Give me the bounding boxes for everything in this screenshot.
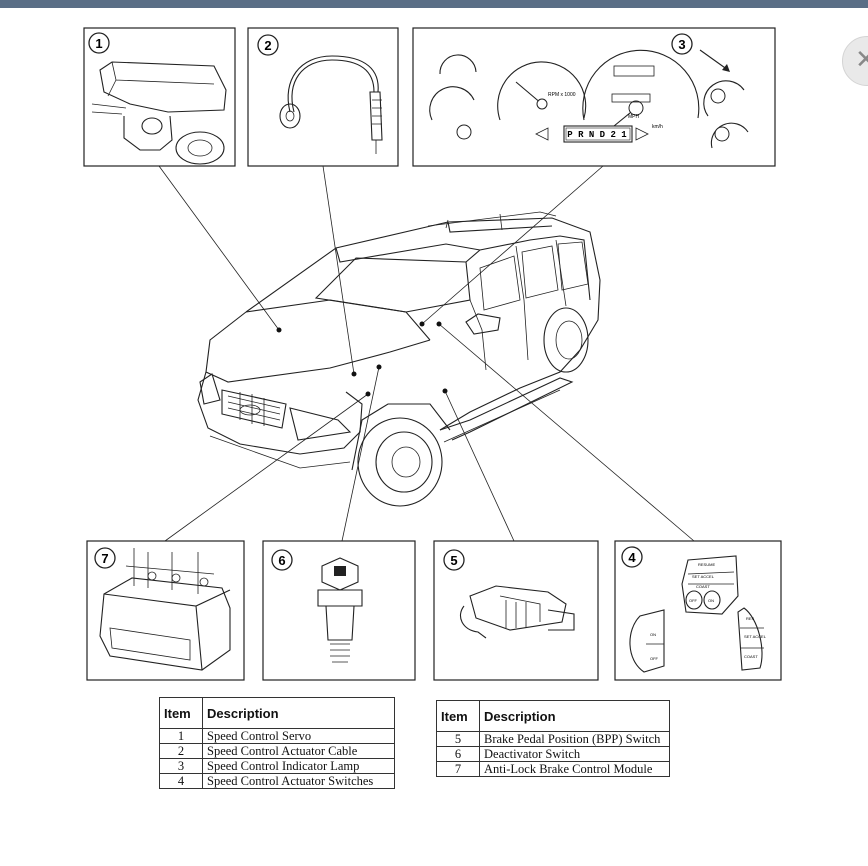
item-description: Speed Control Actuator Cable [202,743,395,759]
switch-label: SET ACCEL [744,634,767,639]
actuator-switches-panel [614,540,782,681]
mph-label: MPH [628,114,640,120]
table-row: 5 Brake Pedal Position (BPP) Switch [436,731,670,747]
callout-label: 2 [264,38,271,53]
table-row: 4 Speed Control Actuator Switches [159,773,395,789]
callout-label: 4 [628,550,636,565]
header-item: Item [159,697,203,729]
callout-label: 5 [450,553,457,568]
window-top-bar [0,0,868,8]
item-table-right: Item Description 5 Brake Pedal Position … [436,700,670,777]
item-description: Speed Control Servo [202,728,395,744]
servo-illustration [91,61,227,165]
item-number: 3 [159,758,203,774]
vehicle-illustration [197,211,601,507]
item-description: Speed Control Indicator Lamp [202,758,395,774]
switch-label: ON [708,598,714,603]
leader-lines [158,165,695,542]
switch-label: ON [650,632,656,637]
switch-label: OFF [689,598,698,603]
table-row: 1 Speed Control Servo [159,728,395,744]
callout-7: 7 [94,547,116,569]
header-item: Item [436,700,480,732]
table-row: 6 Deactivator Switch [436,746,670,762]
callout-label: 7 [101,551,108,566]
item-number: 4 [159,773,203,789]
table-header-row: Item Description [159,697,395,729]
switch-label: RESUME [698,562,715,567]
callout-label: 1 [95,36,102,51]
callout-6: 6 [271,549,293,571]
switch-label: COAST [696,584,710,589]
callout-4: 4 [621,546,643,568]
arrowhead-icon [722,64,730,72]
item-number: 2 [159,743,203,759]
deactivator-switch-illustration [317,557,363,663]
callout-label: 3 [678,37,685,52]
rpm-label: RPM x 1000 [548,92,576,98]
abs-module-illustration [99,548,231,671]
item-number: 7 [436,761,480,777]
switch-label: RES [746,616,755,621]
item-number: 5 [436,731,480,747]
item-number: 6 [436,746,480,762]
item-table-left: Item Description 1 Speed Control Servo 2… [159,697,395,789]
bpp-switch-illustration [460,585,575,639]
callout-3: 3 [671,33,693,55]
callout-1: 1 [88,32,110,54]
item-description: Speed Control Actuator Switches [202,773,395,789]
table-row: 7 Anti-Lock Brake Control Module [436,761,670,777]
callout-label: 6 [278,553,285,568]
gear-indicator: P R N D 2 1 [567,130,627,140]
indicator-arrow [699,49,729,71]
header-description: Description [202,697,395,729]
leader-dots [276,321,448,397]
table-row: 2 Speed Control Actuator Cable [159,743,395,759]
item-number: 1 [159,728,203,744]
speed-units-label: km/h [652,124,663,130]
callout-2: 2 [257,34,279,56]
cable-illustration [279,55,383,154]
item-description: Deactivator Switch [479,746,670,762]
switch-labels: RESUME SET ACCEL COAST OFF ON ON OFF RES… [650,562,767,661]
actuator-switches-illustration [629,555,764,673]
close-icon: ✕ [855,45,868,75]
header-description: Description [479,700,670,732]
instrument-cluster-illustration [429,49,749,149]
item-description: Anti-Lock Brake Control Module [479,761,670,777]
item-description: Brake Pedal Position (BPP) Switch [479,731,670,747]
switch-label: OFF [650,656,659,661]
table-header-row: Item Description [436,700,670,732]
switch-label: SET ACCEL [692,574,715,579]
switch-label: COAST [744,654,758,659]
callout-5: 5 [443,549,465,571]
table-row: 3 Speed Control Indicator Lamp [159,758,395,774]
